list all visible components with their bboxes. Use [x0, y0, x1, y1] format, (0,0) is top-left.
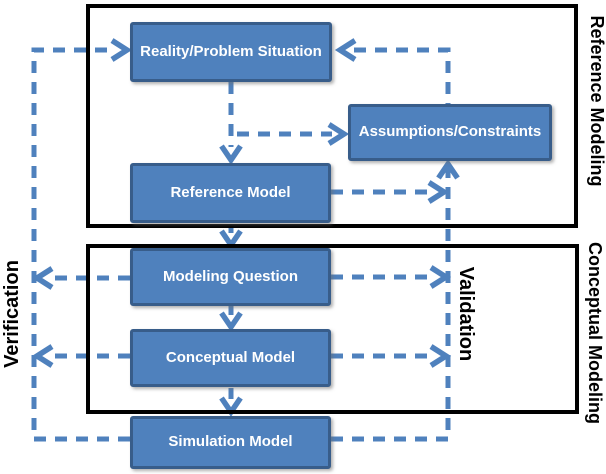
box-label: Reality/Problem Situation [140, 42, 322, 60]
arrowhead-into-mq-top [219, 229, 243, 250]
arrowhead-verification-mq [31, 266, 54, 290]
arrowhead-into-reference-top [219, 144, 243, 165]
validation-loop-line [331, 47, 451, 442]
box-label: Reference Model [170, 183, 291, 201]
validation-label: Validation [455, 266, 477, 362]
box-label: Simulation Model [168, 433, 293, 451]
box-label: Conceptual Model [165, 348, 296, 366]
box-simulation-model: Simulation Model [130, 416, 331, 469]
arrowhead-verification-cm [31, 344, 54, 368]
conceptual-modeling-frame [86, 244, 579, 414]
arrowhead-validation-reference [427, 180, 450, 204]
arrowhead-into-cm-top [219, 311, 243, 332]
arrowhead-into-reality-left [110, 38, 133, 62]
box-label: Modeling Question [163, 267, 298, 285]
box-modeling-question: Modeling Question [130, 248, 331, 306]
verification-label: Verification [1, 260, 23, 368]
arrowhead-validation-mq [429, 265, 452, 289]
verification-loop-line [31, 47, 130, 442]
conceptual-modeling-label: Conceptual Modeling [585, 242, 605, 424]
box-reference-model: Reference Model [130, 163, 331, 223]
arrowhead-validation-cm [429, 344, 452, 368]
arrowhead-into-assumptions-bottom [436, 159, 460, 180]
box-reality-problem-situation: Reality/Problem Situation [130, 22, 332, 82]
reference-modeling-label: Reference Modeling [587, 15, 606, 187]
box-conceptual-model: Conceptual Model [130, 329, 331, 387]
arrowhead-into-reality-right [334, 38, 357, 62]
reference-modeling-frame [86, 4, 578, 228]
box-label: Assumptions/Constraints [358, 123, 542, 141]
box-assumptions-constraints: Assumptions/Constraints [348, 104, 552, 161]
arrowhead-into-assumptions-left [327, 122, 350, 146]
